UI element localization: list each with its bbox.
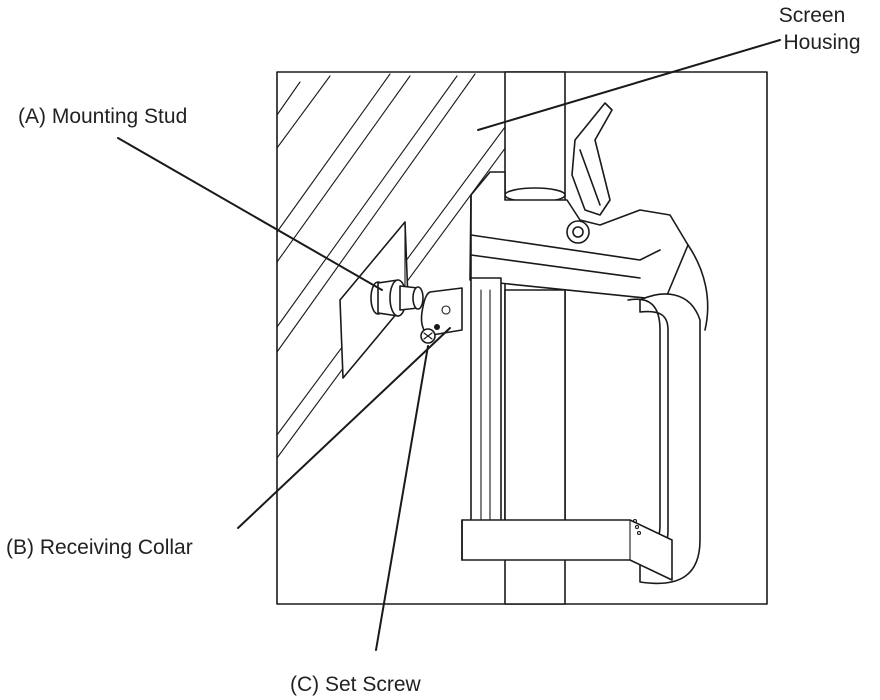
mounting-stud [370,279,424,317]
label-mounting-stud: (A) Mounting Stud [18,105,187,128]
leader-set-screw [375,345,429,651]
set-screw [420,324,440,344]
receiving-collar [420,287,463,336]
leader-screen-housing [477,39,781,131]
leader-mounting-stud [117,137,383,291]
label-set-screw: (C) Set Screw [290,673,422,696]
bracket-body [461,102,709,585]
label-screen-housing-line2: Housing [783,31,860,54]
label-receiving-collar: (B) Receiving Collar [6,536,193,559]
label-screen-housing-line1: Screen [779,4,846,27]
leader-receiving-collar [237,327,451,529]
